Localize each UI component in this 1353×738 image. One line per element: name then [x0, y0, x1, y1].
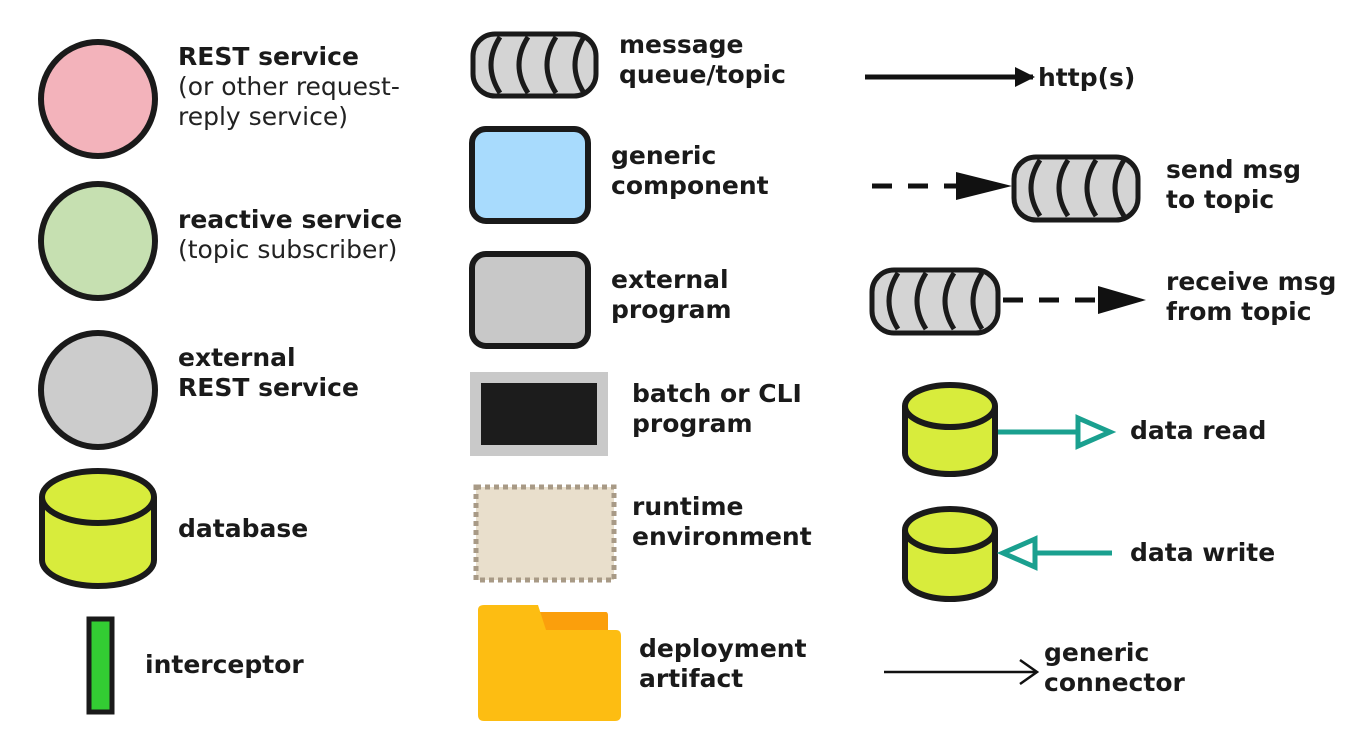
- database-icon: [39, 468, 157, 589]
- data-write-label: data write: [1130, 538, 1275, 568]
- send-msg-arrow: [872, 172, 1012, 200]
- reactive-service-label: reactive service (topic subscriber): [178, 205, 402, 265]
- http-label: http(s): [1038, 63, 1135, 93]
- receive-msg-line2: from topic: [1166, 297, 1312, 326]
- receive-msg-label: receive msg from topic: [1166, 267, 1336, 327]
- batch-cli-line1: batch or CLI: [632, 379, 802, 408]
- external-program-line2: program: [611, 295, 732, 324]
- data-read-arrow: [998, 414, 1117, 450]
- interceptor-label: interceptor: [145, 650, 304, 680]
- external-rest-service-label: external REST service: [178, 343, 359, 403]
- message-queue-line2: queue/topic: [619, 60, 786, 89]
- rest-service-note-line1: (or other request-: [178, 72, 400, 101]
- reactive-service-icon: [38, 181, 158, 301]
- runtime-environment-line2: environment: [632, 522, 812, 551]
- message-queue-line1: message: [619, 30, 744, 59]
- generic-component-line1: generic: [611, 141, 717, 170]
- send-msg-line1: send msg: [1166, 155, 1302, 184]
- receive-msg-queue-icon: [869, 267, 1001, 336]
- database-label-text: database: [178, 514, 309, 543]
- data-write-label-text: data write: [1130, 538, 1276, 567]
- deployment-artifact-label: deployment artifact: [639, 634, 807, 694]
- generic-connector-line2: connector: [1044, 668, 1185, 697]
- batch-cli-line2: program: [632, 409, 753, 438]
- receive-msg-arrow: [1003, 286, 1146, 314]
- message-queue-label: message queue/topic: [619, 30, 786, 90]
- interceptor-label-text: interceptor: [145, 650, 304, 679]
- generic-connector-arrow: [884, 658, 1040, 686]
- generic-connector-line1: generic: [1044, 638, 1150, 667]
- deployment-artifact-line1: deployment: [639, 634, 807, 663]
- generic-component-line2: component: [611, 171, 769, 200]
- data-read-label-text: data read: [1130, 416, 1267, 445]
- receive-msg-line1: receive msg: [1166, 267, 1337, 296]
- reactive-service-title: reactive service: [178, 205, 403, 234]
- rest-service-label: REST service (or other request- reply se…: [178, 42, 400, 132]
- deployment-artifact-line2: artifact: [639, 664, 744, 693]
- interceptor-icon: [86, 616, 115, 715]
- send-msg-line2: to topic: [1166, 185, 1275, 214]
- send-msg-label: send msg to topic: [1166, 155, 1301, 215]
- http-label-text: http(s): [1038, 63, 1136, 92]
- data-read-database-icon: [902, 382, 998, 477]
- send-msg-queue-icon: [1011, 154, 1141, 223]
- generic-component-label: generic component: [611, 141, 769, 201]
- rest-service-title: REST service: [178, 42, 359, 71]
- external-rest-service-line1: external: [178, 343, 296, 372]
- external-program-icon: [469, 251, 591, 349]
- reactive-service-note: (topic subscriber): [178, 235, 398, 264]
- external-rest-service-line2: REST service: [178, 373, 359, 402]
- generic-connector-label: generic connector: [1044, 638, 1185, 698]
- runtime-environment-label: runtime environment: [632, 492, 812, 552]
- batch-cli-icon: [470, 372, 608, 456]
- external-program-label: external program: [611, 265, 732, 325]
- batch-cli-label: batch or CLI program: [632, 379, 802, 439]
- generic-component-icon: [469, 126, 591, 224]
- runtime-environment-icon: [473, 484, 617, 583]
- database-label: database: [178, 514, 308, 544]
- data-write-arrow: [996, 535, 1112, 571]
- external-program-line1: external: [611, 265, 729, 294]
- message-queue-icon: [470, 31, 599, 99]
- folder-icon: [478, 605, 621, 721]
- data-read-label: data read: [1130, 416, 1266, 446]
- rest-service-icon: [38, 39, 158, 159]
- external-rest-service-icon: [38, 330, 158, 450]
- data-write-database-icon: [902, 506, 998, 602]
- rest-service-note-line2: reply service): [178, 102, 348, 131]
- runtime-environment-line1: runtime: [632, 492, 744, 521]
